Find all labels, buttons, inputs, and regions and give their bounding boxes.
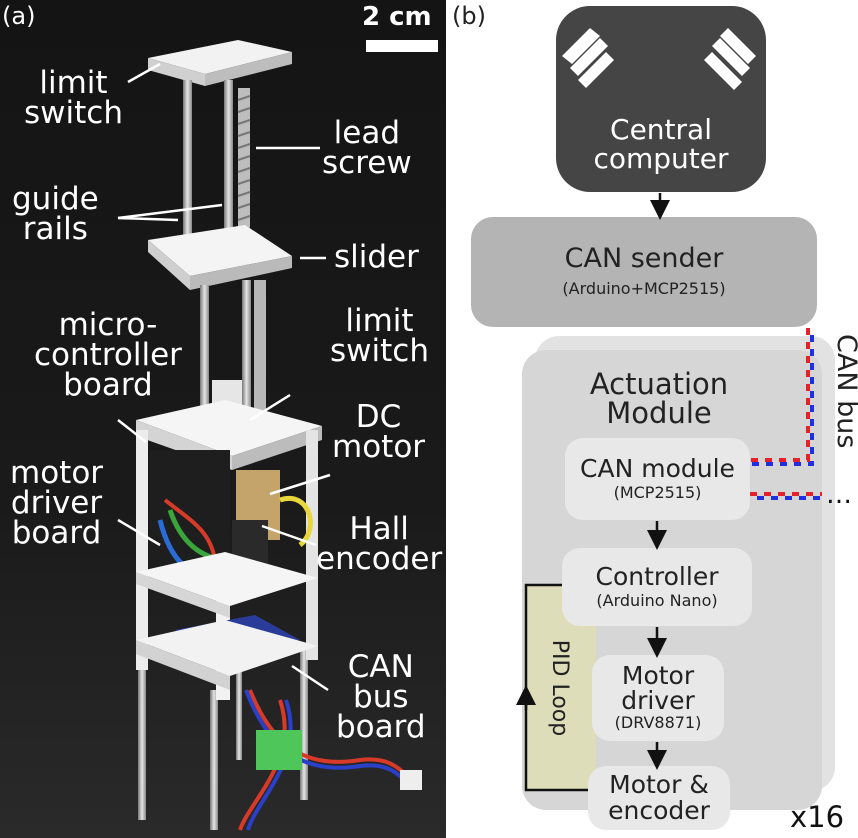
can-module-title: CAN module bbox=[580, 454, 735, 483]
can-sender-box: CAN sender (Arduino+MCP2515) bbox=[471, 217, 817, 327]
motor-driver-title: Motor driver bbox=[621, 661, 695, 715]
motor-driver-box: Motor driver (DRV8871) bbox=[592, 655, 724, 741]
controller-title: Controller bbox=[595, 562, 719, 591]
scale-bar-label: 2 cm bbox=[362, 2, 432, 32]
actuation-module-title: Actuation Module bbox=[589, 367, 729, 430]
label-dc-motor: DC motor bbox=[332, 399, 426, 465]
can-bus-label: CAN bus bbox=[831, 334, 858, 449]
label-hall-encoder: Hall encoder bbox=[316, 511, 443, 577]
controller-subtitle: (Arduino Nano) bbox=[596, 591, 718, 610]
controller-box: Controller (Arduino Nano) bbox=[562, 548, 752, 626]
panel-a-label: (a) bbox=[2, 2, 36, 30]
can-module-subtitle: (MCP2515) bbox=[613, 483, 702, 502]
module-multiplier: x16 bbox=[790, 800, 845, 834]
label-can-bus-board: CAN bus board bbox=[336, 649, 426, 745]
actuator-photo: (a) 2 cm limit switch lead screw guide r… bbox=[0, 0, 446, 838]
label-motor-driver-board: motor driver board bbox=[10, 455, 104, 551]
label-microcontroller-board: micro- controller board bbox=[34, 307, 182, 403]
central-computer-label: Central computer bbox=[593, 113, 729, 175]
panel-b-label: (b) bbox=[452, 2, 486, 30]
label-limit-switch-bottom: limit switch bbox=[330, 303, 429, 369]
continuation-dots: … bbox=[826, 480, 853, 510]
label-guide-rails: guide rails bbox=[12, 181, 99, 247]
motor-encoder-box: Motor & encoder bbox=[588, 766, 730, 830]
pid-loop-label: PID Loop bbox=[547, 639, 572, 737]
can-sender-title: CAN sender bbox=[564, 243, 724, 274]
actuator-photo-drawing bbox=[0, 0, 446, 838]
scale-bar bbox=[366, 40, 438, 52]
motor-driver-subtitle: (DRV8871) bbox=[614, 713, 702, 732]
monitor-icon bbox=[562, 28, 756, 90]
label-slider: slider bbox=[334, 239, 419, 275]
can-sender-subtitle: (Arduino+MCP2515) bbox=[562, 279, 726, 298]
motor-encoder-title: Motor & encoder bbox=[608, 770, 710, 825]
central-computer-box: Central computer bbox=[556, 6, 766, 192]
can-module-box: CAN module (MCP2515) bbox=[565, 438, 750, 520]
label-limit-switch-top: limit switch bbox=[24, 65, 123, 131]
label-lead-screw: lead screw bbox=[322, 115, 412, 181]
